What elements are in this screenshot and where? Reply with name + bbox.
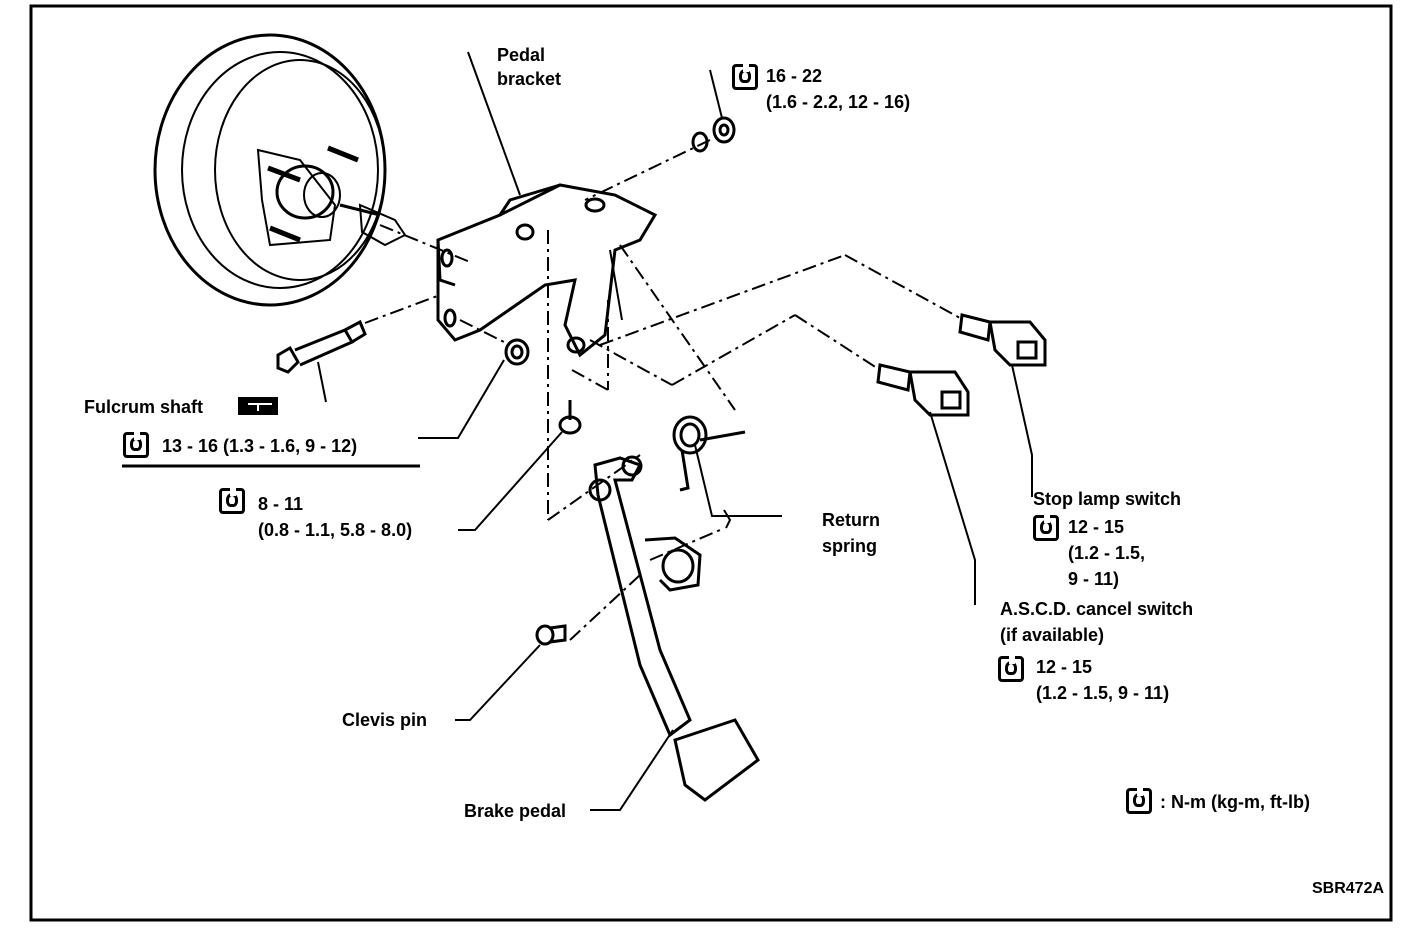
tightening-torque-icon xyxy=(998,656,1024,682)
leader-lines xyxy=(317,51,1033,811)
figure-code: SBR472A xyxy=(1312,880,1385,897)
ascd-cancel-switch-label: A.S.C.D. cancel switch xyxy=(1000,599,1194,619)
stop-lamp-switch-torque-detail: (1.2 - 1.5, xyxy=(1068,543,1146,563)
stop-lamp-switch-torque-detail: 9 - 11) xyxy=(1068,569,1120,589)
ascd-cancel-switch-torque-detail: (1.2 - 1.5, 9 - 11) xyxy=(1036,683,1170,703)
brake-booster xyxy=(153,33,407,307)
clevis-pin-label: Clevis pin xyxy=(342,710,428,730)
assembly-lines xyxy=(364,139,961,641)
middle-bolt-torque-detail: (0.8 - 1.1, 5.8 - 8.0) xyxy=(258,520,413,540)
tightening-torque-icon xyxy=(123,432,149,458)
ascd-cancel-switch-note: (if available) xyxy=(1000,625,1105,645)
top-nut-torque: 16 - 22 xyxy=(766,66,823,86)
tightening-torque-icon xyxy=(732,64,758,90)
torque-units-legend: : N-m (kg-m, ft-lb) xyxy=(1160,792,1310,812)
ascd-cancel-switch xyxy=(876,363,970,417)
fulcrum-shaft-label: Fulcrum shaft xyxy=(84,397,204,417)
brake-pedal xyxy=(588,455,760,802)
diagram-border xyxy=(29,4,1393,922)
return-spring xyxy=(672,415,746,492)
fulcrum-nut xyxy=(504,338,530,366)
top-nut xyxy=(691,116,736,153)
pedal-bracket-label: bracket xyxy=(497,69,562,89)
ascd-cancel-switch-torque: 12 - 15 xyxy=(1036,657,1093,677)
stop-lamp-switch-label: Stop lamp switch xyxy=(1033,489,1182,509)
middle-bolt-torque: 8 - 11 xyxy=(258,494,304,514)
cotter-pin xyxy=(723,509,732,529)
clevis-pin xyxy=(535,624,567,646)
brake-pedal-label: Brake pedal xyxy=(464,801,567,821)
fulcrum-nut-torque: 13 - 16 (1.3 - 1.6, 9 - 12) xyxy=(162,436,358,456)
middle-bolt xyxy=(558,400,582,435)
pedal-bracket xyxy=(436,183,658,358)
tightening-torque-icon xyxy=(219,488,245,514)
fulcrum-shaft-bolt xyxy=(276,319,367,374)
tightening-torque-icon xyxy=(1126,788,1152,814)
grease-point-icon xyxy=(238,397,278,415)
stop-lamp-switch xyxy=(958,313,1047,367)
pedal-bracket-label: Pedal xyxy=(497,45,546,65)
stop-lamp-switch-torque: 12 - 15 xyxy=(1068,517,1125,537)
return-spring-label: Return xyxy=(822,510,880,530)
tightening-torque-icon xyxy=(1033,515,1059,541)
return-spring-label: spring xyxy=(822,536,878,556)
top-nut-torque-detail: (1.6 - 2.2, 12 - 16) xyxy=(766,92,911,112)
